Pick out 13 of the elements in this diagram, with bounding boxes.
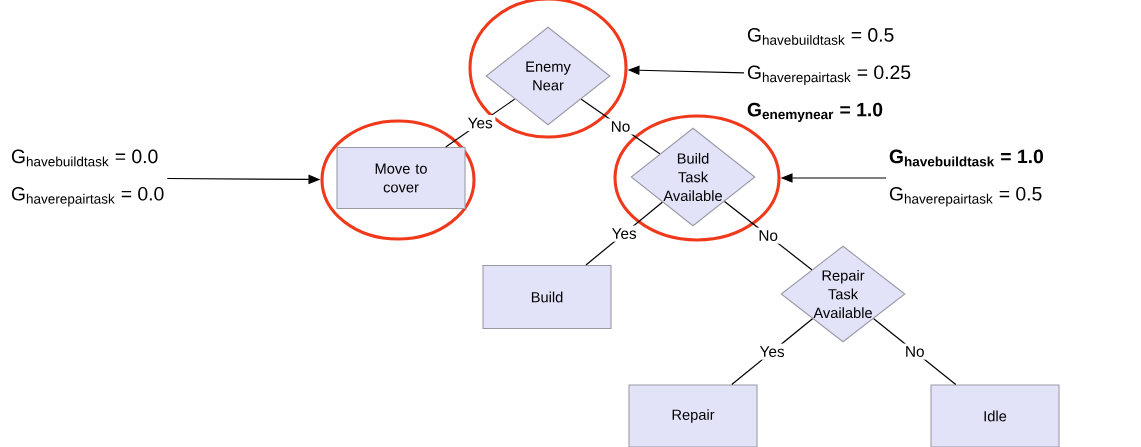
weight-annotation: $\textbf{G}_{\textbf{havebuildtask}}\textbf{ = 1.0}$ $\text{G}_{\text{haverepairtask}}\text{ = 0.5}$ xyxy=(889,149,1043,207)
action-box: Build xyxy=(482,264,612,330)
edge-label: Yes xyxy=(608,225,640,242)
edge-label: No xyxy=(608,118,633,135)
edge-label: Yes xyxy=(756,343,788,360)
action-box: Repair xyxy=(628,384,758,447)
weight-annotation: $\text{G}_{\text{havebuildtask}}\text{ = 0.5}$ $\text{G}_{\text{haverepairtask}}\text{ = 0.25}$ $\textbf{G}_{\textbf{enemynear}}\textbf{ = 1.0}$ xyxy=(747,28,911,122)
edge-label: No xyxy=(755,227,781,244)
edge-label: No xyxy=(902,343,928,360)
edge-label: Yes xyxy=(465,115,496,132)
weight-annotation: $\text{G}_{\text{havebuildtask}}\text{ = 0.0}$ $\text{G}_{\text{haverepairtask}}\text{ = 0.0}$ xyxy=(11,149,164,207)
action-box: Idle xyxy=(930,384,1060,447)
action-box: Move to cover xyxy=(336,146,466,210)
